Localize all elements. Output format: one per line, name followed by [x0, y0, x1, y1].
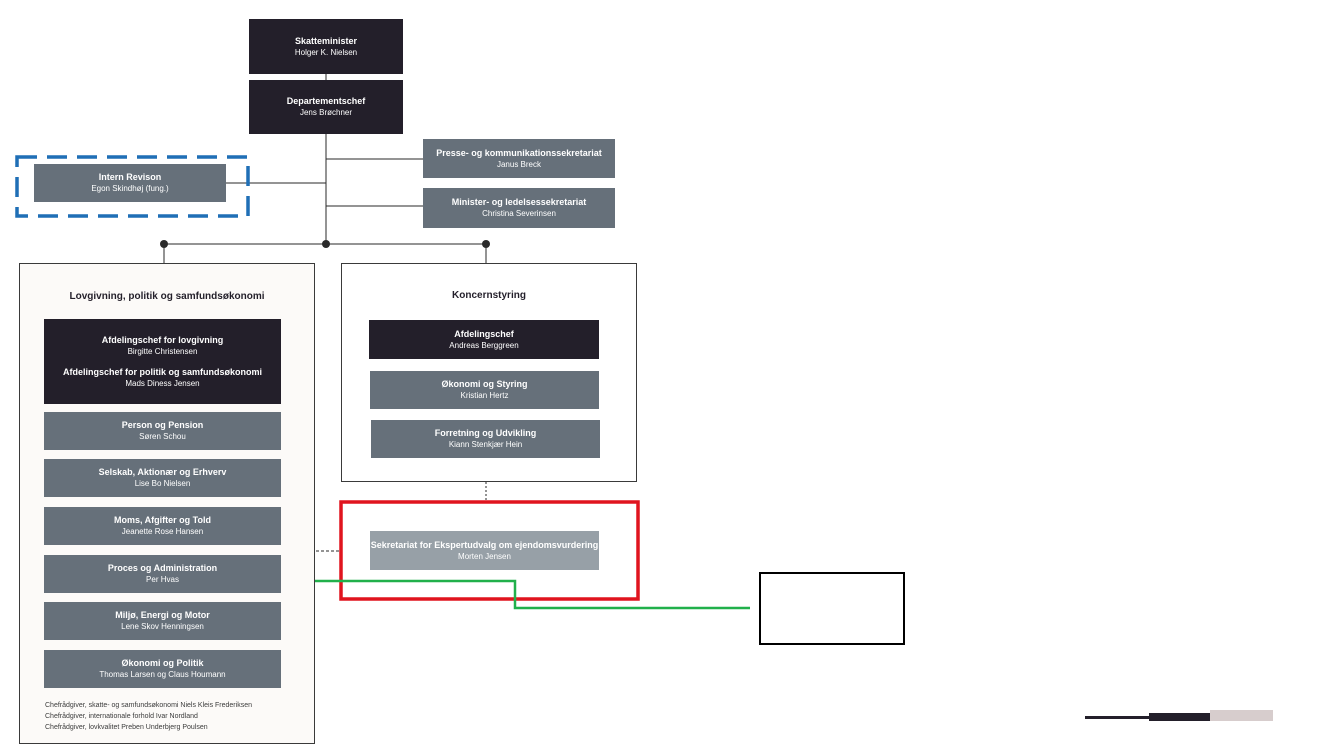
head-1-title: Afdelingschef for lovgivning: [101, 334, 224, 345]
unit-title: Forretning og Udvikling: [434, 428, 537, 438]
internal-audit-title: Intern Revison: [98, 172, 162, 182]
unit-name: Lise Bo Nielsen: [134, 479, 191, 488]
dept-chief-box: Departementschef Jens Brøchner: [249, 80, 403, 134]
internal-audit-highlight: [15, 155, 250, 218]
minister-office-name: Christina Severinsen: [482, 209, 556, 218]
unit-person-pension: Person og Pension Søren Schou: [44, 412, 281, 450]
unit-title: Person og Pension: [121, 420, 204, 430]
unit-proces: Proces og Administration Per Hvas: [44, 555, 281, 593]
unit-name: Per Hvas: [146, 575, 179, 584]
secretariat-title: Sekretariat for Ekspertudvalg om ejendom…: [370, 539, 599, 550]
unit-selskab: Selskab, Aktionær og Erhverv Lise Bo Nie…: [44, 459, 281, 497]
unit-title: Proces og Administration: [107, 563, 218, 573]
press-box: Presse- og kommunikationssekretariat Jan…: [423, 139, 615, 178]
secretariat-highlight: [339, 500, 640, 601]
head-1-name: Birgitte Christensen: [127, 346, 198, 356]
footnote-3: Chefrådgiver, lovkvalitet Preben Underbj…: [45, 724, 208, 731]
minister-box: Skatteminister Holger K. Nielsen: [249, 19, 403, 74]
minister-title: Skatteminister: [294, 35, 358, 46]
unit-title: Miljø, Energi og Motor: [115, 610, 210, 620]
koncern-head-name: Andreas Berggreen: [449, 340, 519, 350]
unit-moms: Moms, Afgifter og Told Jeanette Rose Han…: [44, 507, 281, 545]
minister-office-box: Minister- og ledelsessekretariat Christi…: [423, 188, 615, 228]
unit-name: Thomas Larsen og Claus Houmann: [99, 670, 226, 679]
minister-name: Holger K. Nielsen: [294, 47, 358, 57]
koncern-head-title: Afdelingschef: [454, 328, 514, 339]
dept-chief-name: Jens Brøchner: [299, 108, 353, 117]
footnote-2: Chefrådgiver, internationale forhold Iva…: [45, 713, 198, 720]
minister-office-title: Minister- og ledelsessekretariat: [451, 197, 587, 207]
internal-audit-box: Intern Revison Egon Skindhøj (fung.): [34, 164, 226, 202]
unit-okonomi-politik: Økonomi og Politik Thomas Larsen og Clau…: [44, 650, 281, 688]
head-2-title: Afdelingschef for politik og samfundsøko…: [62, 366, 262, 377]
unit-okonomi-styring: Økonomi og Styring Kristian Hertz: [370, 371, 599, 409]
move-arrow: [293, 579, 750, 610]
unit-name: Lene Skov Henningsen: [121, 622, 204, 631]
unit-title: Selskab, Aktionær og Erhverv: [98, 467, 227, 477]
empty-callout-box: [759, 572, 905, 645]
footer-bar-dark: [1085, 716, 1149, 719]
koncern-head-box: Afdelingschef Andreas Berggreen: [369, 320, 599, 359]
dept-chief-title: Departementschef: [286, 96, 366, 106]
unit-name: Kristian Hertz: [460, 391, 509, 400]
head-2-name: Mads Diness Jensen: [125, 378, 200, 388]
footer-bar-light: [1210, 710, 1273, 721]
legislation-panel-title: Lovgivning, politik og samfundsøkonomi: [69, 291, 265, 302]
koncernstyring-panel-title: Koncernstyring: [452, 290, 526, 301]
unit-title: Økonomi og Politik: [121, 658, 204, 668]
secretariat-box: Sekretariat for Ekspertudvalg om ejendom…: [370, 531, 599, 570]
footer-bar-dark-thick: [1149, 713, 1210, 721]
secretariat-name: Morten Jensen: [458, 551, 511, 561]
footnote-1: Chefrådgiver, skatte- og samfundsøkonomi…: [45, 702, 252, 709]
unit-forretning: Forretning og Udvikling Kiann Stenkjær H…: [371, 420, 600, 458]
unit-name: Jeanette Rose Hansen: [121, 527, 204, 536]
unit-name: Søren Schou: [139, 432, 186, 441]
footnotes: Chefrådgiver, skatte- og samfundsøkonomi…: [45, 700, 252, 733]
legislation-heads-box: Afdelingschef for lovgivning Birgitte Ch…: [44, 319, 281, 404]
press-title: Presse- og kommunikationssekretariat: [436, 147, 602, 158]
press-name: Janus Breck: [496, 159, 542, 169]
unit-name: Kiann Stenkjær Hein: [448, 440, 523, 449]
unit-title: Økonomi og Styring: [441, 379, 528, 389]
unit-title: Moms, Afgifter og Told: [114, 515, 211, 525]
internal-audit-name: Egon Skindhøj (fung.): [91, 184, 169, 193]
unit-miljo: Miljø, Energi og Motor Lene Skov Henning…: [44, 602, 281, 640]
